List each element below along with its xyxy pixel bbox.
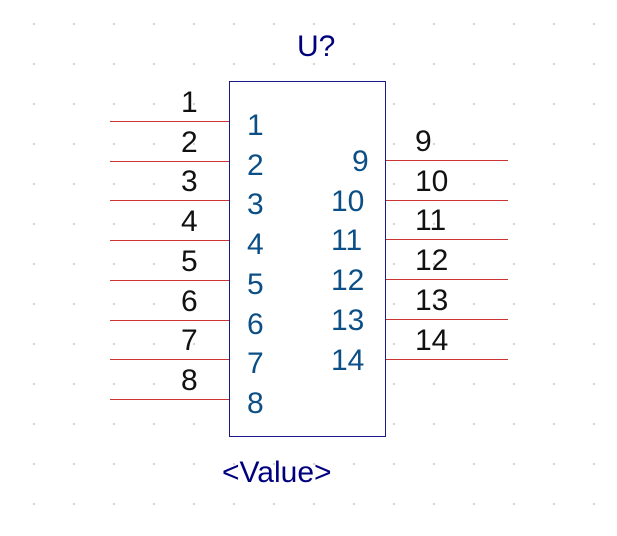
pin-name-6: 6 bbox=[247, 308, 264, 341]
pin-name-8: 8 bbox=[247, 387, 264, 420]
pin-name-4: 4 bbox=[247, 228, 264, 261]
pin-name-7: 7 bbox=[247, 347, 264, 380]
pin-line-right-12[interactable] bbox=[386, 279, 508, 280]
pin-number-7: 7 bbox=[181, 324, 198, 357]
pin-line-left-4[interactable] bbox=[110, 240, 229, 241]
pin-line-left-5[interactable] bbox=[110, 280, 229, 281]
pin-number-1: 1 bbox=[181, 86, 198, 119]
pin-number-12: 12 bbox=[415, 244, 449, 277]
pin-name-2: 2 bbox=[247, 149, 264, 182]
pin-name-10: 10 bbox=[331, 185, 365, 218]
component-reference[interactable]: U? bbox=[297, 30, 336, 63]
pin-number-4: 4 bbox=[181, 205, 198, 238]
pin-name-3: 3 bbox=[247, 188, 264, 221]
pin-line-left-6[interactable] bbox=[110, 320, 229, 321]
pin-name-5: 5 bbox=[247, 268, 264, 301]
component-value[interactable]: <Value> bbox=[222, 456, 332, 489]
pin-number-11: 11 bbox=[415, 204, 447, 237]
pin-number-6: 6 bbox=[181, 285, 198, 318]
pin-name-1: 1 bbox=[247, 109, 264, 142]
pin-line-right-14[interactable] bbox=[386, 359, 508, 360]
pin-number-3: 3 bbox=[181, 165, 198, 198]
pin-number-10: 10 bbox=[415, 165, 449, 198]
pin-line-left-2[interactable] bbox=[110, 161, 229, 162]
pin-line-left-8[interactable] bbox=[110, 399, 229, 400]
pin-number-9: 9 bbox=[415, 125, 432, 158]
pin-name-14: 14 bbox=[331, 344, 365, 377]
pin-name-12: 12 bbox=[331, 264, 365, 297]
pin-line-right-13[interactable] bbox=[386, 319, 508, 320]
pin-number-13: 13 bbox=[415, 284, 449, 317]
pin-name-9: 9 bbox=[352, 145, 369, 178]
component-body[interactable] bbox=[229, 81, 386, 437]
pin-line-left-7[interactable] bbox=[110, 359, 229, 360]
pin-line-left-1[interactable] bbox=[110, 121, 229, 122]
pin-number-5: 5 bbox=[181, 245, 198, 278]
pin-number-14: 14 bbox=[415, 324, 449, 357]
pin-line-left-3[interactable] bbox=[110, 200, 229, 201]
pin-line-right-9[interactable] bbox=[386, 160, 508, 161]
pin-number-2: 2 bbox=[181, 126, 198, 159]
pin-number-8: 8 bbox=[181, 364, 198, 397]
pin-name-13: 13 bbox=[331, 304, 365, 337]
pin-line-right-11[interactable] bbox=[386, 239, 508, 240]
pin-name-11: 11 bbox=[331, 224, 363, 257]
pin-line-right-10[interactable] bbox=[386, 200, 508, 201]
